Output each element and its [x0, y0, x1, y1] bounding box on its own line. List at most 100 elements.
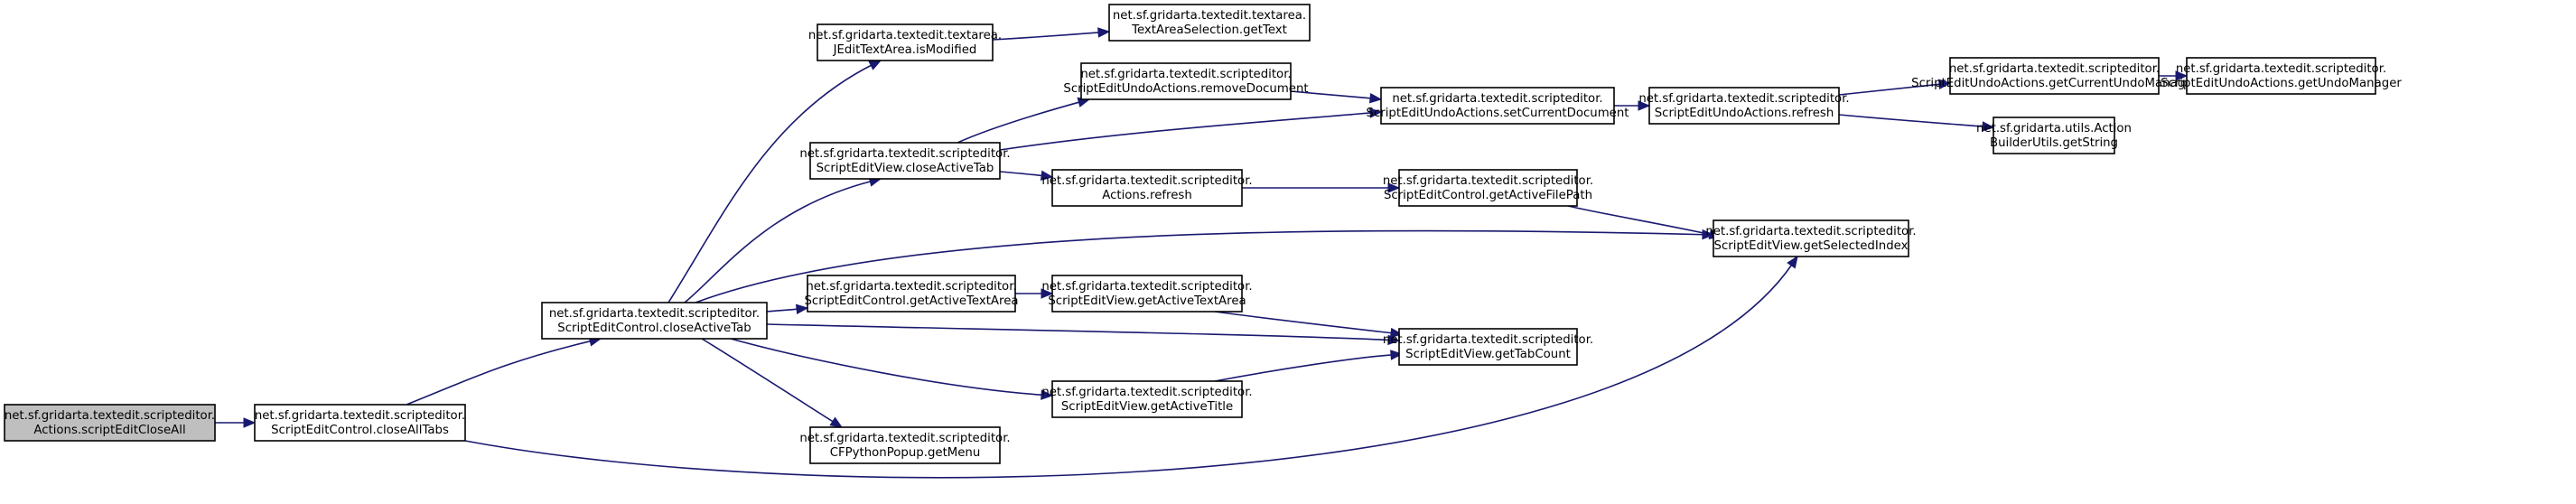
edge-n2-n4 — [667, 63, 873, 303]
graph-node[interactable]: net.sf.gridarta.textedit.scripteditor.CF… — [799, 426, 1011, 464]
node-label-line2: ScriptEditView.getTabCount — [1405, 348, 1571, 361]
root-node[interactable]: net.sf.gridarta.textedit.scripteditor.Ac… — [4, 404, 216, 442]
edge-n12-n15 — [1214, 353, 1394, 382]
edge-n17-n19-arrowhead — [2175, 70, 2189, 81]
node-label-line1: net.sf.gridarta.textedit.scripteditor. — [1041, 386, 1252, 399]
edge-n2-n6 — [766, 308, 799, 313]
node-label-line2: CFPythonPopup.getMenu — [830, 446, 981, 460]
graph-node[interactable]: net.sf.gridarta.textedit.scripteditor.Sc… — [1911, 57, 2198, 95]
node-label-line1: net.sf.gridarta.textedit.scripteditor. — [1041, 174, 1252, 188]
node-label-line1: net.sf.gridarta.textedit.scripteditor. — [799, 432, 1010, 445]
node-box[interactable] — [541, 302, 768, 340]
graph-node[interactable]: net.sf.gridarta.textedit.scripteditor.Sc… — [1638, 87, 1850, 125]
node-label-line1: net.sf.gridarta.textedit.textarea. — [808, 29, 1002, 42]
node-box[interactable] — [1713, 219, 1909, 257]
node-box[interactable] — [1398, 169, 1578, 207]
node-label-line2: ScriptEditControl.getActiveTextArea — [804, 294, 1018, 308]
node-label-line1: net.sf.gridarta.textedit.scripteditor. — [1383, 174, 1593, 188]
graph-node[interactable]: net.sf.gridarta.textedit.scripteditor.Sc… — [804, 275, 1019, 313]
graph-node[interactable]: net.sf.gridarta.textedit.scripteditor.Sc… — [1041, 275, 1253, 313]
edge-n16-n17-arrowhead — [1937, 79, 1952, 89]
graph-node[interactable]: net.sf.gridarta.textedit.scripteditor.Sc… — [1705, 219, 1917, 257]
node-box[interactable] — [809, 426, 1001, 464]
edge-n1-n2 — [406, 340, 593, 406]
node-label-line1: net.sf.gridarta.textedit.scripteditor. — [5, 409, 215, 423]
edge-n2-n6-arrowhead — [795, 303, 809, 315]
graph-node[interactable]: net.sf.gridarta.textedit.scripteditor.Sc… — [1367, 87, 1629, 125]
node-label-line1: net.sf.gridarta.utils.Action — [1976, 122, 2132, 135]
node-label-line2: ScriptEditUndoActions.refresh — [1655, 107, 1834, 120]
edge-n11-n15 — [1214, 311, 1394, 334]
graph-node[interactable]: net.sf.gridarta.textedit.textarea.JEditT… — [808, 23, 1002, 61]
node-box[interactable] — [807, 275, 1016, 313]
node-box[interactable] — [1949, 57, 2160, 95]
node-box[interactable] — [1080, 62, 1292, 100]
edge-n2-n7-arrowhead — [829, 416, 844, 428]
edge-n12-n15-arrowhead — [1390, 350, 1404, 360]
edge-n11-n15-arrowhead — [1389, 327, 1404, 339]
node-box[interactable] — [809, 142, 1001, 180]
graph-node[interactable]: net.sf.gridarta.textedit.scripteditor.Sc… — [1063, 62, 1309, 100]
graph-node[interactable]: net.sf.gridarta.textedit.scripteditor.Sc… — [2161, 57, 2402, 95]
edge-n13-n16-arrowhead — [1638, 100, 1651, 111]
node-box[interactable] — [1051, 275, 1243, 313]
node-box[interactable] — [4, 404, 216, 442]
graph-node[interactable]: net.sf.gridarta.textedit.textarea.TextAr… — [1108, 4, 1311, 42]
edge-n9-n13-arrowhead — [1368, 92, 1383, 104]
edge-n5-n13 — [999, 112, 1373, 151]
edge-n2-n4-arrowhead — [868, 60, 882, 70]
node-box[interactable] — [1648, 87, 1840, 125]
edge-n16-n18 — [1838, 114, 1985, 127]
edge-n9-n13 — [1290, 90, 1373, 99]
edge-n14-n3 — [1567, 205, 1713, 236]
graph-node[interactable]: net.sf.gridarta.utils.ActionBuilderUtils… — [1976, 117, 2132, 154]
nodes-layer: net.sf.gridarta.textedit.scripteditor.Ac… — [4, 4, 2402, 464]
edge-n2-n3 — [695, 229, 1705, 303]
edge-n0-n1-arrowhead — [243, 417, 257, 428]
graph-node[interactable]: net.sf.gridarta.textedit.scripteditor.Sc… — [1383, 169, 1593, 207]
node-label-line1: net.sf.gridarta.textedit.scripteditor. — [799, 147, 1010, 161]
edge-n1-n3-arrowhead — [1787, 255, 1798, 269]
edge-n2-n12-arrowhead — [1041, 389, 1054, 400]
node-label-line1: net.sf.gridarta.textedit.scripteditor. — [1705, 225, 1916, 238]
node-label-line1: net.sf.gridarta.textedit.scripteditor. — [1392, 92, 1602, 106]
edge-n4-n8-arrowhead — [1097, 27, 1111, 38]
node-box[interactable] — [254, 404, 466, 442]
node-label-line2: ScriptEditUndoActions.removeDocument — [1063, 82, 1308, 96]
graph-node[interactable]: net.sf.gridarta.textedit.scripteditor.Sc… — [254, 404, 466, 442]
node-box[interactable] — [2186, 57, 2376, 95]
edge-n4-n8 — [992, 31, 1101, 41]
edge-n16-n17 — [1838, 83, 1942, 96]
node-label-line2: JEditTextArea.isModified — [833, 43, 977, 57]
node-label-line2: BuilderUtils.getString — [1990, 136, 2118, 150]
node-box[interactable] — [1051, 380, 1243, 418]
edge-n2-n7 — [701, 338, 835, 424]
node-label-line2: ScriptEditView.getActiveTitle — [1061, 400, 1233, 414]
edge-n1-n3 — [464, 263, 1793, 479]
node-box[interactable] — [817, 23, 994, 61]
graph-node[interactable]: net.sf.gridarta.textedit.scripteditor.Sc… — [1383, 328, 1593, 366]
node-box[interactable] — [1380, 87, 1615, 125]
graph-node[interactable]: net.sf.gridarta.textedit.scripteditor.Ac… — [1041, 169, 1253, 207]
node-box[interactable] — [1108, 4, 1311, 42]
node-box[interactable] — [1051, 169, 1243, 207]
graph-node[interactable]: net.sf.gridarta.textedit.scripteditor.Sc… — [799, 142, 1011, 180]
node-box[interactable] — [1993, 117, 2115, 154]
node-box[interactable] — [1398, 328, 1578, 366]
edge-n5-n9 — [957, 100, 1081, 144]
edge-n2-n12 — [730, 338, 1044, 397]
edge-n5-n10 — [999, 171, 1044, 177]
graph-node[interactable]: net.sf.gridarta.textedit.scripteditor.Sc… — [1041, 380, 1253, 418]
node-label-line1: net.sf.gridarta.textedit.scripteditor. — [1080, 68, 1291, 81]
node-label-line1: net.sf.gridarta.textedit.scripteditor. — [1638, 92, 1849, 106]
graph-node[interactable]: net.sf.gridarta.textedit.scripteditor.Sc… — [541, 302, 768, 340]
edge-n16-n18-arrowhead — [1982, 121, 1995, 132]
node-label-line2: TextAreaSelection.getText — [1131, 23, 1287, 37]
node-label-line2: ScriptEditView.closeActiveTab — [817, 162, 994, 175]
node-label-line2: ScriptEditUndoActions.getUndoManager — [2161, 77, 2402, 90]
node-label-line1: net.sf.gridarta.textedit.textarea. — [1113, 9, 1306, 23]
node-label-line2: ScriptEditUndoActions.getCurrentUndoMana… — [1911, 77, 2198, 90]
node-label-line1: net.sf.gridarta.textedit.scripteditor. — [1041, 280, 1252, 294]
node-label-line1: net.sf.gridarta.textedit.scripteditor. — [1949, 62, 2160, 76]
